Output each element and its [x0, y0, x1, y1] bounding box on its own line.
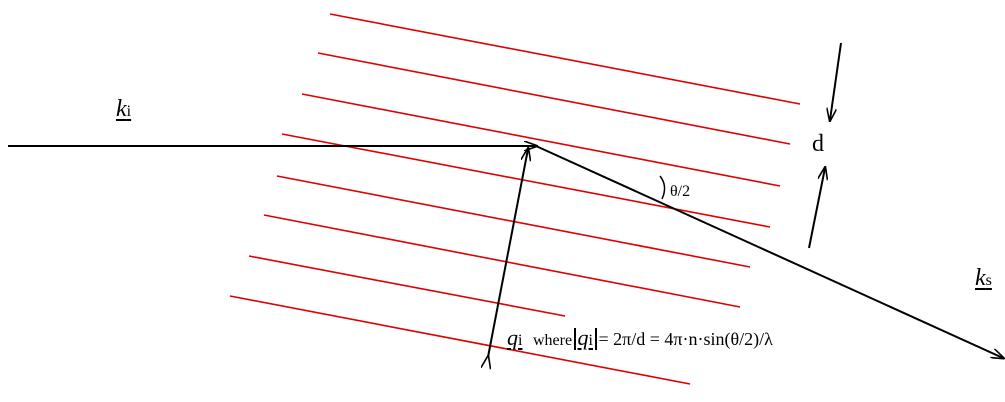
lattice-plane	[248, 255, 566, 317]
formula-prefix: where	[532, 332, 573, 349]
abs-bar-right	[595, 328, 597, 350]
k-incident-label: ki	[116, 96, 132, 122]
formula-q-symbol: qi	[577, 325, 593, 350]
q-vector-label: qi	[507, 325, 523, 350]
lattice-plane	[301, 93, 781, 187]
spacing-label: d	[812, 131, 824, 157]
formula-rhs: = 2π/d = 4π·n·sin(θ/2)/λ	[598, 329, 773, 349]
lattice-plane	[281, 133, 771, 228]
lattice-plane	[317, 52, 791, 145]
spacing-arrow-top	[830, 42, 842, 120]
scattering-vector	[488, 149, 528, 357]
angle-label: θ/2	[670, 183, 691, 200]
lattice-plane	[329, 13, 801, 105]
lattice-plane	[229, 295, 691, 385]
abs-bar-left	[574, 328, 576, 350]
lattice-plane	[263, 214, 741, 308]
angle-arc	[659, 175, 666, 200]
k-scattered-label: ks	[975, 265, 992, 291]
spacing-arrow-bottom	[808, 168, 825, 249]
scattered-beam	[535, 145, 1003, 358]
